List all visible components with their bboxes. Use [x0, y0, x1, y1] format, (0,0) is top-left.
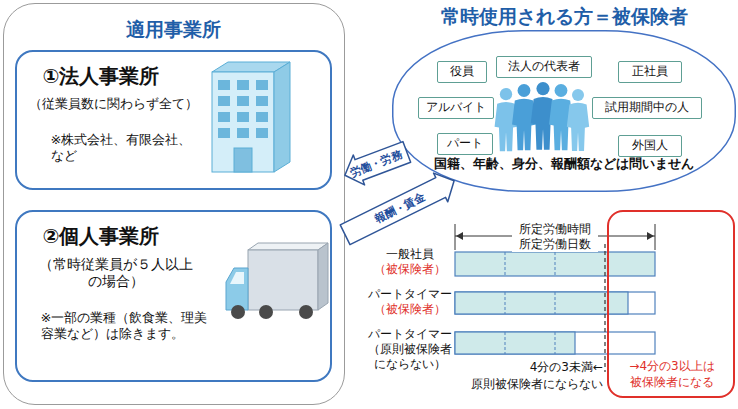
- bar-grid: [505, 292, 555, 314]
- row-status: （被保険者）: [365, 302, 455, 317]
- truck-cab: [226, 268, 248, 310]
- ellipse-title: 常時使用される方＝被保険者: [382, 5, 738, 29]
- office-box: ①法人事業所 （従業員数に関わらず全て） ※株式会社、有限会社、 など: [15, 50, 332, 190]
- person-silhouette: [567, 89, 589, 151]
- group-title: 適用事業所: [4, 18, 343, 42]
- building-illustration: [212, 62, 290, 172]
- time-bar: [455, 252, 655, 276]
- people-ellipse: 常時使用される方＝被保険者国籍、年齢、身分、報酬額などは問いません役員法人の代表…: [392, 30, 736, 192]
- role-box: 法人の代表者: [496, 56, 592, 78]
- threshold-note: 原則被保険者にならない: [450, 377, 603, 392]
- box-condition: （従業員数に関わらず全て）: [29, 96, 219, 112]
- note-box: →4分の3以上は 被保険者になる: [607, 210, 735, 398]
- threshold-note: →4分の3以上は 被保険者になる: [613, 358, 731, 390]
- block-arrow: [345, 142, 411, 185]
- role-box: 外国人: [618, 135, 682, 157]
- dimension-arrowhead: [456, 232, 463, 240]
- role-label: アルバイト: [419, 98, 492, 117]
- bar-grid: [505, 252, 555, 276]
- arrow-label: 報酬・賃金: [372, 189, 428, 227]
- role-label: 外国人: [619, 136, 680, 155]
- role-box: 役員: [437, 61, 487, 83]
- role-box: パート: [437, 133, 493, 155]
- bar-grid: [505, 332, 555, 354]
- block-arrow: [340, 173, 454, 244]
- truck-roof: [248, 243, 328, 250]
- role-label: 法人の代表者: [497, 57, 590, 76]
- box-heading: ①法人事業所: [43, 64, 213, 89]
- dimension-tick: [655, 224, 656, 250]
- box-condition: （常時従業員が５人以上 の場合）: [29, 256, 204, 291]
- time-bar: [455, 332, 655, 354]
- row-status: （被保険者）: [365, 262, 455, 277]
- row-status: （原則被保険者 にならない）: [363, 342, 457, 372]
- box-note: ※一部の業種（飲食業、理美 容業など）は除きます。: [41, 310, 226, 343]
- truck-wheel: [259, 305, 273, 319]
- building-windows: [218, 80, 268, 138]
- truck-cargo-side: [318, 243, 328, 310]
- row-label: パートタイマー: [360, 287, 460, 302]
- truck-illustration: [226, 243, 328, 319]
- group-box: 適用事業所 ①法人事業所 （従業員数に関わらず全て） ※株式会社、有限会社、 など ②個…: [3, 3, 345, 405]
- truck-wheel: [299, 305, 313, 319]
- threshold-label: 4分の3未満←: [495, 360, 603, 375]
- time-bar-fill: [455, 292, 628, 314]
- role-box: 正社員: [618, 61, 682, 83]
- row-label: 一般社員: [365, 247, 455, 262]
- truck-window: [230, 272, 244, 284]
- building-front: [212, 72, 274, 172]
- office-box: ②個人事業所 （常時従業員が５人以上 の場合） ※一部の業種（飲食業、理美 容業など…: [15, 210, 332, 382]
- arrow-label: 労働・労務: [347, 147, 404, 180]
- building-door: [234, 148, 252, 172]
- ellipse-note: 国籍、年齢、身分、報酬額などは問いません: [392, 156, 736, 172]
- role-box: アルバイト: [418, 97, 494, 119]
- role-label: 正社員: [619, 62, 680, 81]
- role-box: 試用期間中の人: [592, 97, 702, 119]
- role-label: 役員: [438, 62, 485, 81]
- role-label: 試用期間中の人: [593, 98, 700, 117]
- row-label: パートタイマー: [360, 327, 460, 342]
- people-illustration: [495, 82, 590, 151]
- role-label: パート: [438, 134, 491, 153]
- building-side: [274, 62, 290, 172]
- dimension-label: 所定労働時間 所定労働日数: [512, 222, 598, 252]
- dimension-tick: [455, 224, 456, 250]
- box-note: ※株式会社、有限会社、 など: [51, 132, 211, 165]
- time-bar: [455, 292, 655, 314]
- truck-wheel: [231, 305, 245, 319]
- dimension-arrowhead: [647, 232, 654, 240]
- threshold-line: [604, 244, 605, 372]
- ellipse-outline: [393, 31, 736, 192]
- time-bar-fill: [455, 332, 575, 354]
- box-heading: ②個人事業所: [43, 224, 213, 249]
- truck-cargo: [248, 250, 318, 310]
